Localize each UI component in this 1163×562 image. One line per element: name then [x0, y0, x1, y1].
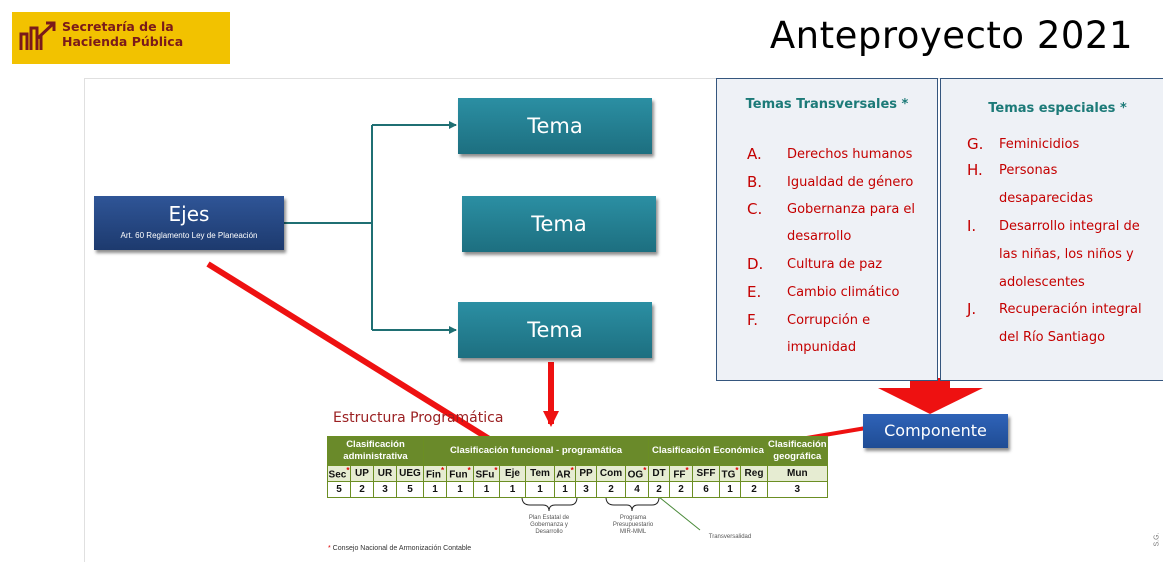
table-value-cell: 6 — [692, 481, 720, 498]
hacienda-logo-icon — [19, 21, 56, 50]
table-code-cell: SFF — [692, 465, 720, 482]
ejes-subtitle: Art. 60 Reglamento Ley de Planeación — [120, 231, 258, 240]
table-group-header: Clasificación geográfica — [767, 436, 828, 466]
table-value-cell: 3 — [575, 481, 597, 498]
side-mark: S.G. — [1153, 532, 1161, 547]
table-code-cell: FF* — [669, 465, 693, 482]
table-group-header: Clasificación funcional - programática — [423, 436, 649, 466]
page-title: Anteproyecto 2021 — [769, 14, 1133, 57]
table-group-header: Clasificación Económica — [648, 436, 768, 466]
table-code-cell: OG* — [625, 465, 649, 482]
table-code-cell: Mun — [767, 465, 828, 482]
table-code-cell: UEG — [396, 465, 424, 482]
footnote: * Consejo Nacional de Armonización Conta… — [328, 545, 471, 552]
tema-box-2: Tema — [462, 196, 656, 252]
table-value-cell: 5 — [396, 481, 424, 498]
tema-box-1: Tema — [458, 98, 652, 154]
table-value-cell: 3 — [767, 481, 828, 498]
footnote-text: Consejo Nacional de Armonización Contabl… — [332, 545, 472, 552]
down-arrow-icon — [878, 378, 983, 414]
table-value-cell: 4 — [625, 481, 649, 498]
transversales-panel: Temas Transversales * A.Derechos humanos… — [716, 78, 938, 381]
table-value-cell: 1 — [554, 481, 576, 498]
table-brackets — [521, 496, 701, 531]
logo: Secretaría de la Hacienda Pública — [12, 12, 230, 64]
especiales-title: Temas especiales * — [988, 101, 1127, 116]
table-code-cell: DT — [648, 465, 670, 482]
tema-box-3: Tema — [458, 302, 652, 358]
table-code-cell: PP — [575, 465, 597, 482]
table-code-cell: TG* — [719, 465, 741, 482]
table-value-cell: 2 — [648, 481, 670, 498]
table-code-cell: UP — [350, 465, 374, 482]
table-value-cell: 1 — [423, 481, 447, 498]
table-code-cell: Com — [596, 465, 626, 482]
footnote-star: * — [328, 545, 333, 552]
table-code-cell: AR* — [554, 465, 576, 482]
table-code-cell: Tem — [525, 465, 555, 482]
logo-text: Secretaría de la Hacienda Pública — [62, 19, 184, 49]
componente-box: Componente — [863, 414, 1008, 448]
table-value-cell: 2 — [669, 481, 693, 498]
transversales-title: Temas Transversales * — [745, 97, 909, 112]
table-value-cell: 5 — [327, 481, 351, 498]
table-code-cell: UR — [373, 465, 397, 482]
tree-connector — [284, 121, 457, 334]
especiales-panel: Temas especiales * G.Feminicidios H.Pers… — [940, 78, 1163, 381]
table-code-cell: Fun* — [446, 465, 474, 482]
table-value-cell: 1 — [525, 481, 555, 498]
table-code-cell: Sec* — [327, 465, 351, 482]
ejes-box: Ejes Art. 60 Reglamento Ley de Planeació… — [94, 196, 284, 250]
note-plan: Plan Estatal de Gobernanza y Desarrollo — [528, 515, 570, 535]
table-code-cell: Reg — [740, 465, 768, 482]
note-programa: Programa Presupuestario MIR-MML — [612, 515, 654, 535]
table-code-cell: SFu* — [473, 465, 500, 482]
table-code-cell: Eje — [499, 465, 526, 482]
note-transversalidad: Transversalidad — [708, 534, 752, 540]
table-value-cell: 2 — [740, 481, 768, 498]
table-code-cell: Fin* — [423, 465, 447, 482]
table-value-cell: 1 — [499, 481, 526, 498]
estructura-title: Estructura Programática — [333, 410, 504, 426]
table-value-cell: 2 — [596, 481, 626, 498]
table-value-cell: 1 — [719, 481, 741, 498]
table-value-cell: 1 — [446, 481, 474, 498]
table-value-cell: 2 — [350, 481, 374, 498]
table-group-header: Clasificación administrativa — [327, 436, 424, 466]
table-value-cell: 3 — [373, 481, 397, 498]
table-value-cell: 1 — [473, 481, 500, 498]
ejes-title: Ejes — [168, 202, 210, 226]
